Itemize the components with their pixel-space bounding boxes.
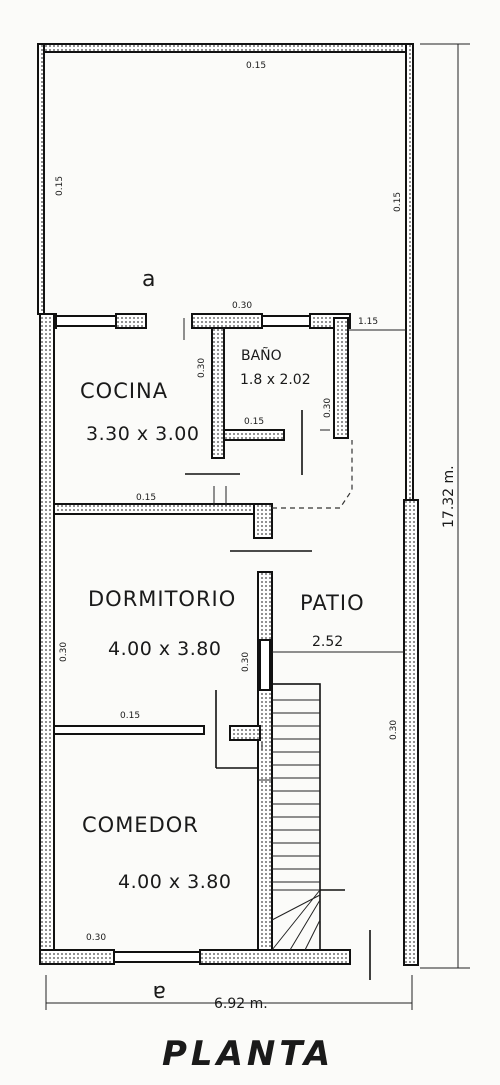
cocina-dims: 3.30 x 3.00 (86, 423, 199, 445)
right-upper-wall (405, 43, 414, 505)
dorm-right-window (259, 639, 271, 691)
label-top: 0.15 (246, 61, 266, 71)
stair-winder (271, 889, 321, 951)
label-bano-inner-right: 0.30 (323, 398, 333, 418)
right-exterior-wall (403, 499, 419, 966)
label-left-upper: 0.15 (55, 176, 65, 196)
label-bano-right: 1.15 (358, 317, 378, 327)
patio-name: PATIO (300, 591, 365, 615)
comedor-name: COMEDOR (82, 813, 199, 837)
bottom-wall-right (199, 949, 351, 965)
bath-dashed-outline (272, 440, 353, 509)
label-cocina-bottom: 0.15 (136, 493, 156, 503)
kitchen-top-wall-mid (115, 313, 147, 329)
label-left-mid: 0.30 (59, 642, 69, 662)
section-mark-bottom: a (153, 980, 166, 1005)
bath-right-wall (333, 317, 349, 439)
dormitorio-dims: 4.00 x 3.80 (108, 638, 221, 660)
bano-name: BAÑO (241, 347, 282, 364)
kitchen-window (55, 315, 117, 327)
stair-steps (272, 699, 320, 883)
label-right-mid: 0.30 (389, 720, 399, 740)
label-dorm-bottom: 0.15 (120, 711, 140, 721)
cocina-name: COCINA (80, 379, 168, 403)
dorm-bottom-wall (53, 725, 205, 735)
dorm-bottom-wall-right (229, 725, 261, 741)
patio-dims: 2.52 (312, 634, 343, 650)
bottom-wall-left (39, 949, 115, 965)
kitchen-bottom-wall (53, 503, 255, 515)
label-bottom-left: 0.30 (86, 933, 106, 943)
bath-bottom-wall (223, 429, 285, 441)
total-width-label: 6.92 m. (214, 996, 268, 1012)
bath-left-wall (211, 327, 225, 459)
bath-window (261, 315, 311, 327)
bath-top-wall (191, 313, 263, 329)
bottom-window (113, 951, 201, 963)
dorm-right-wall (257, 571, 273, 953)
top-wall (37, 43, 414, 53)
label-right-upper: 0.15 (393, 192, 403, 212)
left-exterior-wall (39, 313, 55, 965)
total-length-label: 17.32 m. (441, 465, 457, 528)
label-dorm-right: 0.30 (241, 652, 251, 672)
kitchen-bottom-wall-end (253, 503, 273, 539)
section-mark-top: a (142, 267, 155, 292)
door-markers (183, 318, 371, 980)
house-walls (39, 313, 419, 966)
staircase (271, 683, 345, 951)
comedor-dims: 4.00 x 3.80 (118, 871, 231, 893)
dormitorio-name: DORMITORIO (88, 587, 236, 611)
label-bano-left: 0.30 (197, 358, 207, 378)
label-bano-inner: 0.15 (244, 417, 264, 427)
left-upper-wall (37, 43, 45, 315)
label-bano-top: 0.30 (232, 301, 252, 311)
bano-dims: 1.8 x 2.02 (240, 372, 311, 388)
plan-title: PLANTA (162, 1034, 334, 1074)
dimension-lines (45, 43, 470, 1010)
